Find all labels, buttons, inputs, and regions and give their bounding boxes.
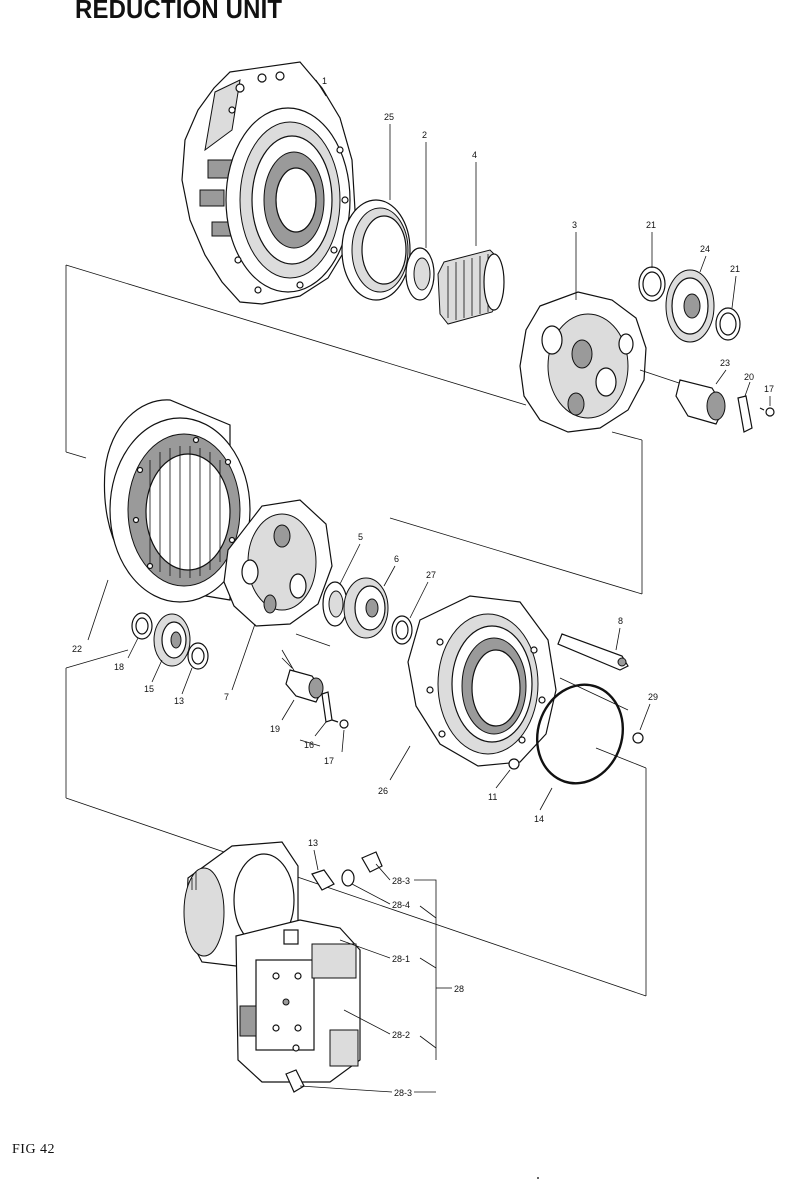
bolt-part-28-3-top	[361, 851, 391, 881]
callout-8: 8	[618, 616, 623, 626]
assembly-frame-bottom	[65, 649, 647, 997]
clip-part-20	[737, 381, 753, 433]
ring-part-13-lower	[181, 642, 209, 695]
callout-19: 19	[270, 724, 280, 734]
callout-1: 1	[322, 76, 327, 86]
gear-part-15	[151, 613, 191, 683]
screw-part-17-top	[759, 396, 775, 417]
callout-labels: 1 25 2 4 3 21 24 21 23 20 17 22 5 6 27 8…	[72, 76, 774, 1098]
callout-3-top: 3	[572, 220, 577, 230]
carrier-part-3	[519, 232, 647, 433]
callout-25-top: 25	[384, 112, 394, 122]
gear-part-6	[343, 565, 396, 639]
callout-28-4: 28-4	[392, 900, 410, 910]
cover-part-26	[389, 595, 557, 781]
callout-17-top: 17	[764, 384, 774, 394]
ring-part-21-left	[638, 232, 666, 302]
washer-part-5	[322, 543, 361, 627]
callout-11: 11	[488, 792, 497, 802]
snap-ring-part-27	[391, 581, 429, 645]
callout-4: 4	[472, 150, 477, 160]
pin-part-23	[639, 369, 727, 425]
callout-27: 27	[426, 570, 436, 580]
callout-5: 5	[358, 532, 363, 542]
plug-part-13-motor	[311, 849, 335, 891]
ring-part-21-right	[715, 275, 741, 341]
callout-21-left: 21	[646, 220, 656, 230]
plug-part-29	[632, 703, 651, 744]
ring-part-18	[127, 612, 153, 659]
motor-callout-leaders	[339, 879, 452, 1093]
callout-23: 23	[720, 358, 730, 368]
assembly-frame-top	[65, 264, 643, 595]
bolt-part-28-3-bottom	[285, 1069, 393, 1093]
callout-6: 6	[394, 554, 399, 564]
gear-shaft-part-4	[437, 162, 505, 325]
gear-part-24	[665, 255, 715, 343]
callout-28-1: 28-1	[392, 954, 410, 964]
motor-assembly-part-28	[183, 841, 361, 1083]
washer-part-2	[405, 142, 435, 301]
callout-28-2: 28-2	[392, 1030, 410, 1040]
callout-14: 14	[534, 814, 544, 824]
washer-part-28-4	[341, 869, 391, 905]
stray-dot	[537, 1177, 539, 1179]
bearing-part-25	[341, 124, 411, 301]
o-ring-part-14	[535, 683, 625, 811]
callout-13-lower: 13	[174, 696, 184, 706]
screw-part-17-lower	[331, 719, 349, 753]
callout-21-right: 21	[730, 264, 740, 274]
callout-22: 22	[72, 644, 82, 654]
callout-17-lower: 17	[324, 756, 334, 766]
page-title: REDUCTION UNIT	[75, 0, 283, 24]
callout-28-3-bottom: 28-3	[394, 1088, 412, 1098]
figure-label: FIG 42	[12, 1142, 56, 1157]
callout-13-motor: 13	[308, 838, 318, 848]
callout-20: 20	[744, 372, 754, 382]
callout-7: 7	[224, 692, 229, 702]
callout-28: 28	[454, 984, 464, 994]
callout-15: 15	[144, 684, 154, 694]
plug-part-11	[495, 758, 520, 789]
callout-29: 29	[648, 692, 658, 702]
shaft-part-8	[557, 627, 629, 671]
callout-18: 18	[114, 662, 124, 672]
callout-24: 24	[700, 244, 710, 254]
pin-part-19	[281, 657, 324, 721]
ring-gear-part-22	[87, 399, 251, 641]
housing-part-1	[181, 61, 356, 305]
callout-28-3-top: 28-3	[392, 876, 410, 886]
callout-2: 2	[422, 130, 427, 140]
carrier-part-7	[223, 499, 333, 691]
callout-26: 26	[378, 786, 388, 796]
callout-16: 16	[304, 740, 314, 750]
